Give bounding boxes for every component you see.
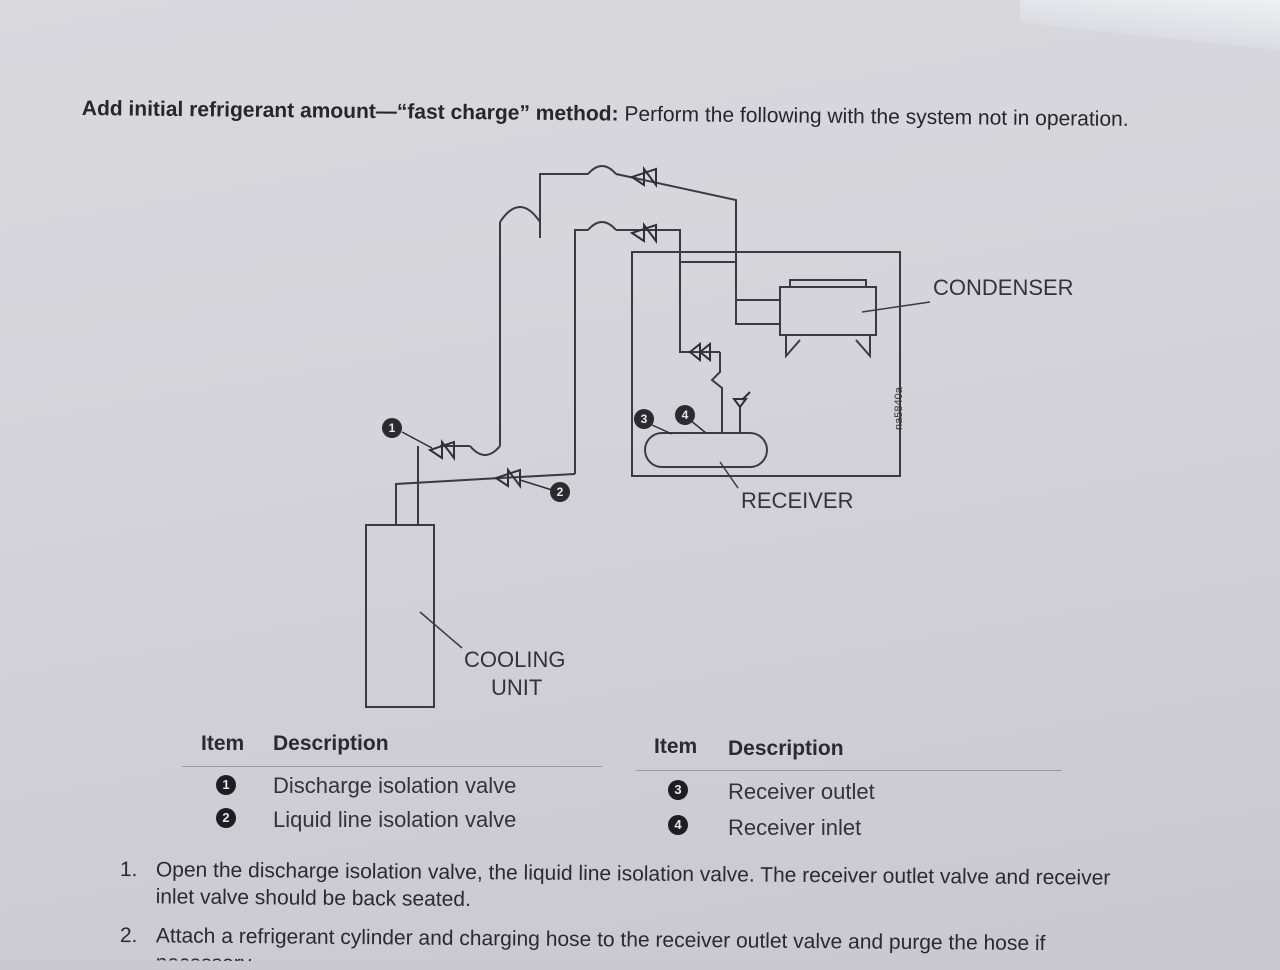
receiver-tank bbox=[644, 432, 768, 468]
left-table-header-description: Description bbox=[273, 732, 389, 755]
callout-2: 2 bbox=[557, 485, 564, 499]
valve-symbol bbox=[629, 166, 657, 188]
valve-symbol bbox=[493, 467, 521, 489]
cooling-unit-box bbox=[365, 524, 435, 708]
valve-symbol bbox=[427, 439, 455, 461]
receiver-label: RECEIVER bbox=[741, 488, 854, 513]
right-row-2-desc: Receiver inlet bbox=[728, 815, 862, 840]
step-1-number: 1. bbox=[119, 857, 138, 882]
left-table-header-item: Item bbox=[201, 732, 245, 755]
condenser-label: CONDENSER bbox=[933, 275, 1074, 300]
step-2-number: 2. bbox=[119, 923, 138, 948]
figure-id: na5840a bbox=[893, 387, 905, 430]
callout-markers bbox=[382, 405, 695, 502]
equipment-frame bbox=[631, 251, 901, 477]
right-table-header-description: Description bbox=[728, 737, 844, 760]
cooling-unit-label-line2: UNIT bbox=[491, 675, 543, 700]
callout-3: 3 bbox=[641, 412, 648, 426]
valve-symbol bbox=[629, 222, 657, 244]
relief-valve-symbol bbox=[732, 391, 751, 409]
right-table-header-item: Item bbox=[654, 735, 698, 758]
callout-4: 4 bbox=[682, 408, 689, 422]
condenser-body bbox=[779, 286, 877, 336]
right-row-1-item: 3 bbox=[668, 780, 688, 800]
left-row-1-item: 1 bbox=[216, 775, 236, 795]
step-1: 1. Open the discharge isolation valve, t… bbox=[120, 856, 1240, 922]
right-row-1-desc: Receiver outlet bbox=[728, 779, 875, 804]
left-table-rule bbox=[182, 766, 602, 767]
right-table-rule bbox=[636, 770, 1062, 771]
right-row-2-item: 4 bbox=[668, 815, 688, 835]
valve-symbol bbox=[688, 341, 711, 363]
left-row-2-desc: Liquid line isolation valve bbox=[273, 807, 517, 832]
callout-1: 1 bbox=[389, 421, 396, 435]
cooling-unit-label-line1: COOLING bbox=[464, 647, 566, 672]
left-row-2-item: 2 bbox=[216, 808, 236, 828]
step-1-line2: inlet valve should be back seated. bbox=[155, 885, 471, 912]
left-row-1-desc: Discharge isolation valve bbox=[273, 773, 517, 798]
